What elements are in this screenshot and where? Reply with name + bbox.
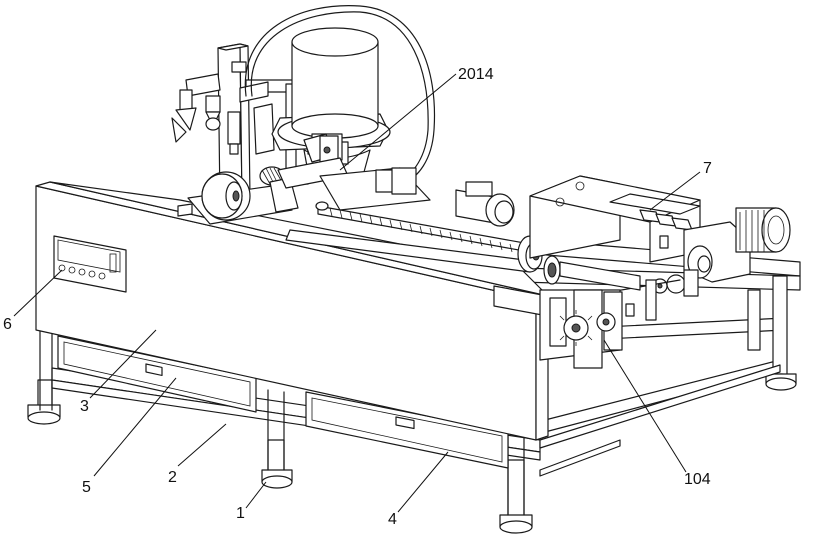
motor	[683, 207, 791, 283]
callout-6: 6	[3, 316, 12, 333]
slider-block	[177, 157, 431, 217]
drawer-right	[305, 391, 509, 469]
leader-1	[245, 481, 267, 509]
front-panel	[35, 181, 549, 441]
callout-7: 7	[703, 160, 712, 177]
callout-1: 1	[236, 505, 245, 522]
callout-104: 104	[684, 471, 711, 488]
leader-104	[603, 339, 687, 473]
clamp-block	[303, 133, 339, 163]
leader-2	[177, 423, 227, 467]
grinding-wheel	[187, 171, 293, 225]
callouts: 2014 7 6 3 5 2 1 4 104	[3, 66, 712, 528]
callout-2014: 2014	[458, 66, 494, 83]
bearing-block	[455, 181, 515, 227]
leader-3	[89, 329, 157, 399]
leader-2014	[339, 73, 457, 171]
carriage	[493, 255, 657, 369]
control-panel	[53, 235, 127, 293]
callout-2: 2	[168, 469, 177, 486]
leader-5	[93, 377, 177, 477]
leader-7	[649, 171, 701, 211]
leader-6	[13, 269, 63, 317]
callout-5: 5	[82, 479, 91, 496]
spray-nozzles	[171, 73, 275, 155]
callout-3: 3	[80, 398, 89, 415]
leader-4	[397, 451, 449, 513]
lead-screw	[315, 201, 543, 273]
callout-4: 4	[388, 511, 397, 528]
